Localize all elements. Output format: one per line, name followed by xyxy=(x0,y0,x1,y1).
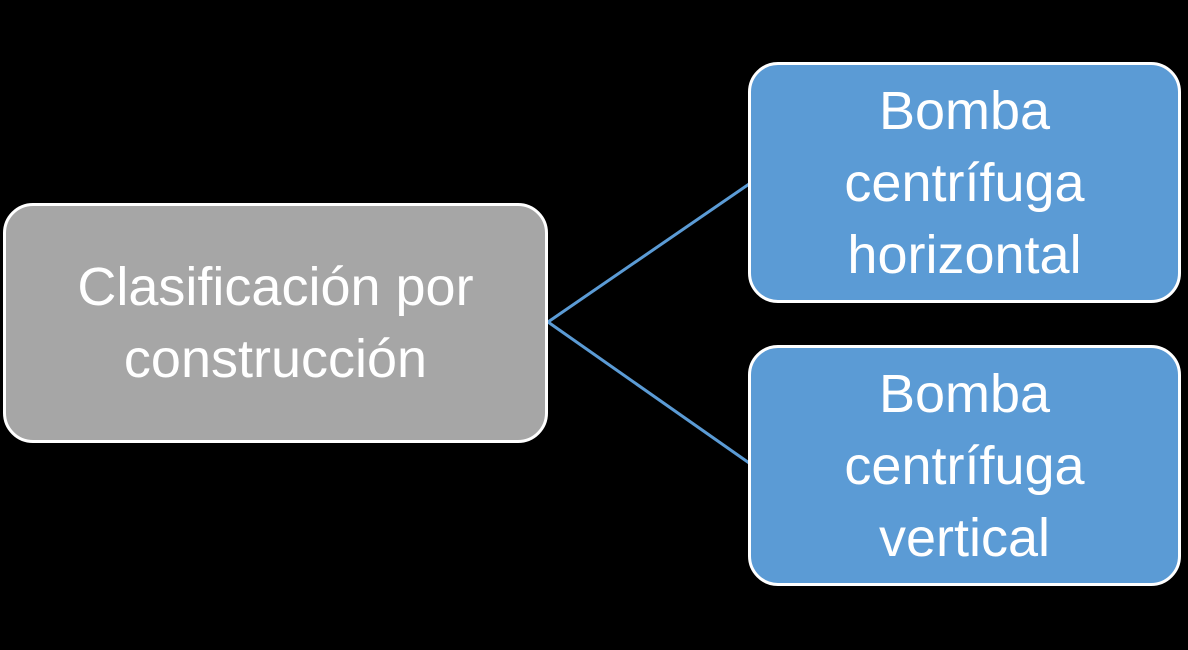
child-node-bomba-horizontal: Bomba centrífuga horizontal xyxy=(748,62,1181,303)
root-node-label-line: Clasificación por xyxy=(77,257,474,317)
child-node-label-line: centrífuga xyxy=(844,152,1085,213)
child-node-bomba-vertical: Bomba centrífuga vertical xyxy=(748,345,1181,586)
child-node-label-line: Bomba xyxy=(878,80,1051,141)
child-node-label-line: vertical xyxy=(878,507,1051,568)
root-node-clasificacion: Clasificación por construcción xyxy=(3,203,548,443)
connector-root-to-horizontal xyxy=(547,180,753,324)
child-node-label-line: centrífuga xyxy=(844,435,1085,496)
child-node-label-line: horizontal xyxy=(847,224,1082,285)
root-node-label-line: construcción xyxy=(123,329,428,389)
connector-root-to-vertical xyxy=(547,320,753,467)
child-node-label-line: Bomba xyxy=(878,363,1051,424)
